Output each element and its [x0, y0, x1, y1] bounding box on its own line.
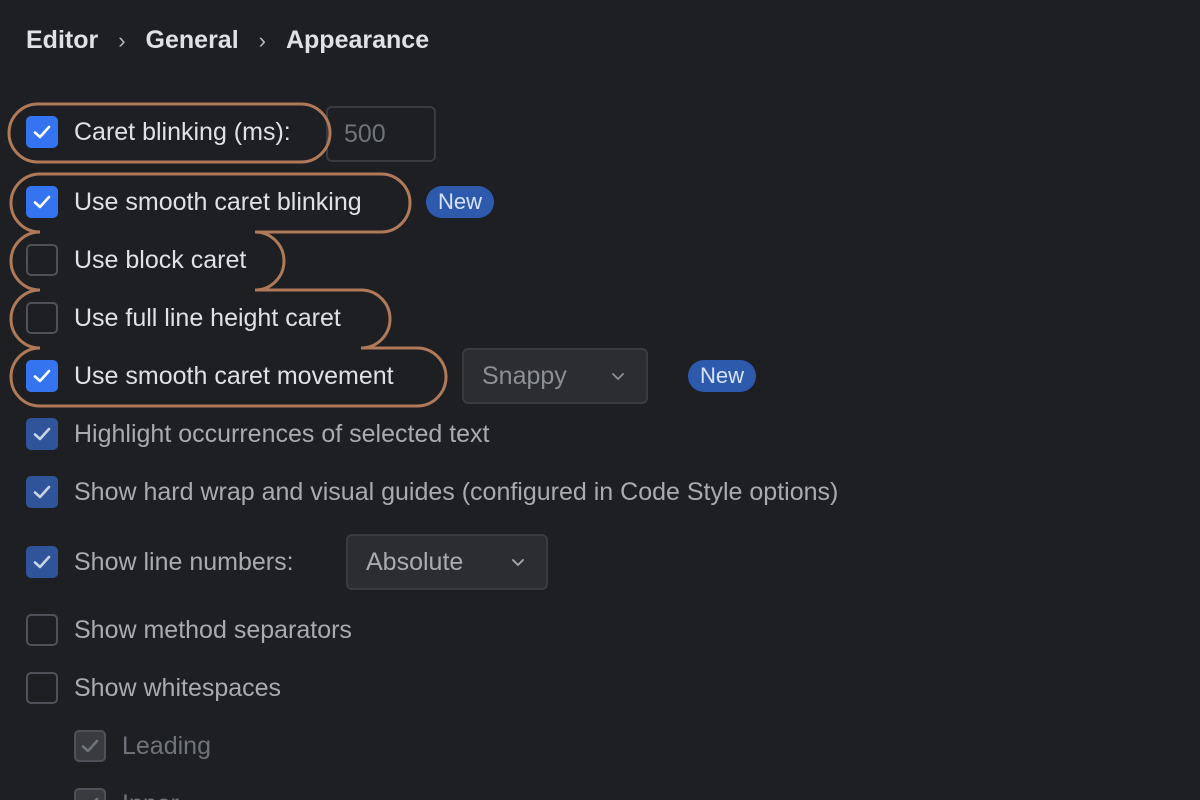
smooth-caret-movement-label: Use smooth caret movement [74, 361, 394, 390]
highlight-occurrences-row: Highlight occurrences of selected text [26, 418, 490, 450]
chevron-down-icon [512, 559, 524, 566]
chevron-right-icon: › [258, 27, 266, 53]
check-icon [33, 125, 51, 139]
new-badge: New [688, 360, 757, 392]
hard-wrap-guides-row: Show hard wrap and visual guides (config… [26, 476, 838, 508]
line-numbers-mode-dropdown[interactable]: Absolute [346, 534, 548, 590]
chevron-right-icon: › [118, 27, 126, 53]
caret-blinking-ms-input[interactable]: 500 [326, 106, 436, 162]
whitespaces-checkbox[interactable] [26, 672, 58, 704]
breadcrumb: Editor › General › Appearance [26, 26, 429, 55]
check-icon [33, 369, 51, 383]
caret-blinking-row: Caret blinking (ms): [26, 116, 291, 148]
whitespace-leading-row: Leading [74, 730, 211, 762]
line-numbers-row: Show line numbers: [26, 546, 294, 578]
breadcrumb-item-editor[interactable]: Editor [26, 26, 99, 54]
check-icon [94, 797, 99, 800]
check-icon [33, 555, 51, 569]
method-separators-checkbox[interactable] [26, 614, 58, 646]
full-line-height-caret-row: Use full line height caret [26, 302, 341, 334]
caret-blinking-checkbox[interactable] [26, 116, 58, 148]
whitespace-inner-row: Inner [74, 788, 179, 800]
check-icon [33, 485, 51, 499]
new-badge: New [426, 186, 495, 218]
check-icon [81, 739, 99, 753]
block-caret-checkbox[interactable] [26, 244, 58, 276]
whitespaces-row: Show whitespaces [26, 672, 281, 704]
breadcrumb-item-general[interactable]: General [145, 26, 239, 54]
highlight-occurrences-checkbox[interactable] [26, 418, 58, 450]
whitespace-inner-label: Inner [122, 790, 179, 800]
whitespace-inner-checkbox[interactable] [74, 788, 106, 800]
check-icon [33, 195, 51, 209]
line-numbers-label: Show line numbers: [74, 547, 294, 576]
method-separators-row: Show method separators [26, 614, 352, 646]
full-line-height-caret-label: Use full line height caret [74, 303, 341, 332]
smooth-caret-blinking-label: Use smooth caret blinking [74, 187, 362, 216]
whitespaces-label: Show whitespaces [74, 673, 282, 702]
smooth-caret-blinking-checkbox[interactable] [26, 186, 58, 218]
smooth-caret-blinking-row: Use smooth caret blinking [26, 186, 362, 218]
block-caret-label: Use block caret [74, 245, 247, 274]
smooth-caret-movement-row: Use smooth caret movement [26, 360, 394, 392]
chevron-down-icon [612, 373, 624, 380]
full-line-height-caret-checkbox[interactable] [26, 302, 58, 334]
method-separators-label: Show method separators [74, 615, 352, 644]
hard-wrap-guides-label: Show hard wrap and visual guides (config… [74, 477, 839, 506]
hard-wrap-guides-checkbox[interactable] [26, 476, 58, 508]
highlight-occurrences-label: Highlight occurrences of selected text [74, 419, 490, 448]
smooth-caret-movement-checkbox[interactable] [26, 360, 58, 392]
line-numbers-mode-value: Absolute [366, 547, 464, 576]
caret-blinking-label: Caret blinking (ms): [74, 117, 291, 146]
breadcrumb-item-appearance: Appearance [285, 26, 430, 54]
caret-movement-mode-value: Snappy [482, 361, 567, 390]
caret-movement-mode-dropdown[interactable]: Snappy [462, 348, 648, 404]
whitespace-leading-label: Leading [122, 731, 211, 760]
check-icon [33, 427, 51, 441]
block-caret-row: Use block caret [26, 244, 246, 276]
line-numbers-checkbox[interactable] [26, 546, 58, 578]
whitespace-leading-checkbox[interactable] [74, 730, 106, 762]
